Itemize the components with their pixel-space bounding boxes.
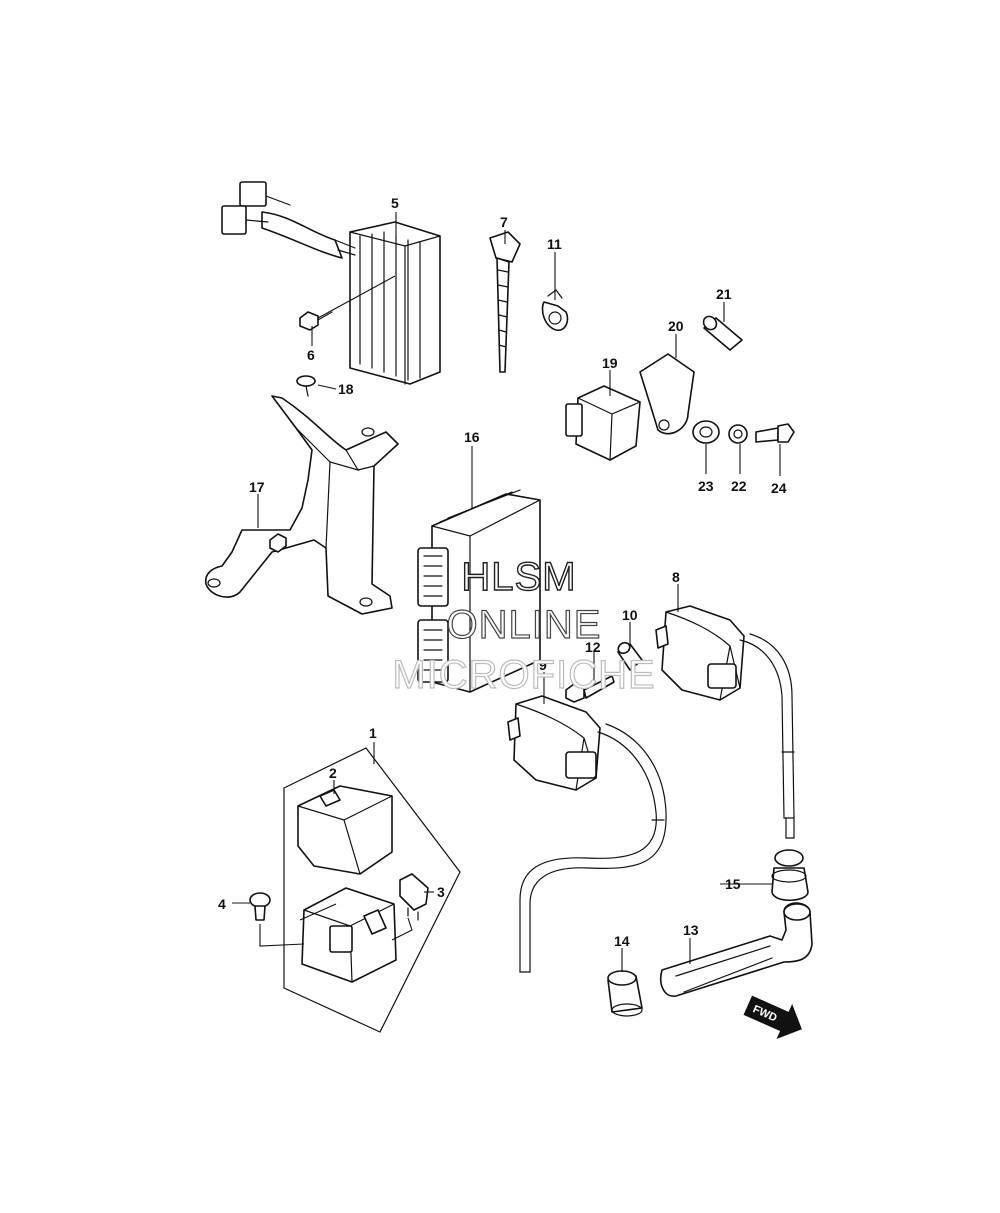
relay-part-19	[565, 385, 641, 461]
leader-lines	[232, 212, 781, 972]
spacer-part-21	[702, 315, 743, 351]
callout-2: 2	[329, 765, 337, 781]
callout-1: 1	[369, 725, 377, 741]
callout-4: 4	[218, 896, 226, 912]
callout-11: 11	[547, 236, 562, 252]
callout-21: 21	[716, 286, 732, 302]
callout-19: 19	[602, 355, 618, 371]
ignition-coil-part-8	[655, 605, 795, 839]
collar-part-22	[728, 424, 748, 444]
fuse-part-3	[399, 873, 429, 921]
callout-7: 7	[500, 214, 508, 230]
callout-17: 17	[249, 479, 265, 495]
regulator-rectifier-part	[221, 181, 441, 385]
ignition-coil-part-9	[507, 695, 667, 973]
plug-cap-part-13	[660, 902, 813, 997]
cable-tie-part	[489, 231, 521, 373]
watermark-line-3: MICROFICHE	[392, 653, 655, 697]
screw-part-4	[249, 892, 271, 921]
callout-8: 8	[672, 569, 680, 585]
callout-9: 9	[539, 657, 547, 673]
callout-labels: 1 2 3 4 5 6 7 8 9 10 11 12 13 14 15 16 1…	[218, 195, 787, 949]
ecu-part-16	[417, 489, 541, 693]
clamp-part-11	[541, 289, 569, 331]
bolt-part-6	[299, 311, 333, 331]
callout-23: 23	[698, 478, 714, 494]
fwd-arrow-icon: FWD	[743, 995, 802, 1040]
callout-5: 5	[391, 195, 399, 211]
callout-18: 18	[338, 381, 354, 397]
callout-12: 12	[585, 639, 601, 655]
callout-3: 3	[437, 884, 445, 900]
callout-22: 22	[731, 478, 747, 494]
ring-part-14	[607, 970, 643, 1017]
callout-13: 13	[683, 922, 699, 938]
callout-20: 20	[668, 318, 684, 334]
bracket-part-17	[204, 395, 399, 615]
bracket-part-20	[639, 353, 695, 435]
watermark-line-2: ONLINE	[447, 603, 602, 647]
callout-6: 6	[307, 347, 315, 363]
bolt-part-24	[755, 423, 795, 443]
cap-part-15	[771, 849, 809, 902]
callout-10: 10	[622, 607, 638, 623]
callout-15: 15	[725, 876, 741, 892]
screw-part-18	[296, 375, 316, 397]
spacer-part-10	[617, 641, 643, 671]
bolt-part-12	[565, 675, 615, 703]
watermark: HLSM ONLINE MICROFICHE	[392, 554, 656, 697]
callout-24: 24	[771, 480, 787, 496]
callout-14: 14	[614, 933, 630, 949]
callout-16: 16	[464, 429, 480, 445]
watermark-line-1: HLSM	[461, 555, 576, 599]
grommet-part-23	[692, 420, 720, 444]
relay-assembly-part-1	[283, 747, 461, 1033]
